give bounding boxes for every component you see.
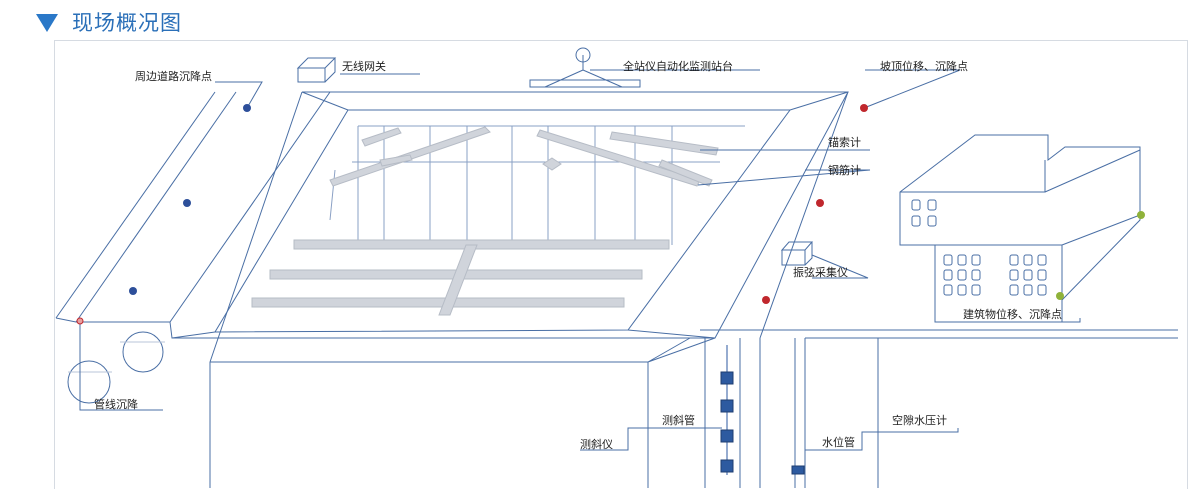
building-windows [911, 199, 1047, 296]
road-strip [55, 91, 331, 323]
sensor [791, 465, 805, 475]
building-marker [1056, 292, 1064, 300]
slope-marker [860, 104, 868, 112]
road-settlement-marker [243, 104, 251, 112]
strut [438, 244, 478, 316]
diagram-frame [54, 40, 1188, 489]
label-pore-pressure: 空隙水压计 [892, 413, 947, 427]
pipe-marker [76, 317, 84, 325]
section-header: 现场概况图 [36, 6, 182, 38]
sensor [720, 399, 734, 413]
strut [379, 154, 413, 167]
strut [542, 157, 562, 171]
triangle-down-icon [36, 14, 58, 32]
label-building-settlement: 建筑物位移、沉降点 [963, 307, 1062, 321]
label-pipeline-settlement: 管线沉降 [94, 397, 138, 411]
label-inclinometer-tube: 测斜管 [662, 413, 695, 427]
label-slope-top: 坡顶位移、沉降点 [880, 59, 968, 73]
label-wireless-gateway: 无线网关 [342, 59, 386, 73]
markers [76, 104, 1145, 325]
strut [361, 127, 402, 147]
sensor [720, 459, 734, 473]
road-settlement-marker [183, 199, 191, 207]
pipe-circle [67, 360, 111, 404]
strut [251, 297, 625, 308]
page-title: 现场概况图 [72, 11, 182, 35]
inclinometer-sensors [720, 345, 805, 475]
pipe-circle [122, 331, 164, 373]
strut [536, 129, 701, 187]
label-road-settlement: 周边道路沉降点 [135, 69, 212, 83]
road-settlement-marker [129, 287, 137, 295]
sensor [720, 429, 734, 443]
struts [251, 126, 719, 316]
strut [293, 239, 670, 250]
front-face [209, 361, 649, 488]
building-marker [1137, 211, 1145, 219]
label-rebar-meter: 钢筋计 [828, 163, 861, 177]
vw-collector-box [780, 241, 814, 266]
slope-marker [816, 199, 824, 207]
label-inclinometer: 测斜仪 [580, 438, 613, 451]
strut [609, 131, 719, 156]
strut [658, 159, 713, 187]
label-vw-collector: 振弦采集仪 [793, 265, 848, 279]
slope-marker [762, 296, 770, 304]
label-anchor-meter: 锚索计 [828, 135, 861, 149]
sensor [720, 371, 734, 385]
label-water-level-tube: 水位管 [822, 435, 855, 449]
label-total-station: 全站仪自动化监测站台 [623, 59, 733, 73]
wireless-gateway-box [296, 57, 337, 83]
